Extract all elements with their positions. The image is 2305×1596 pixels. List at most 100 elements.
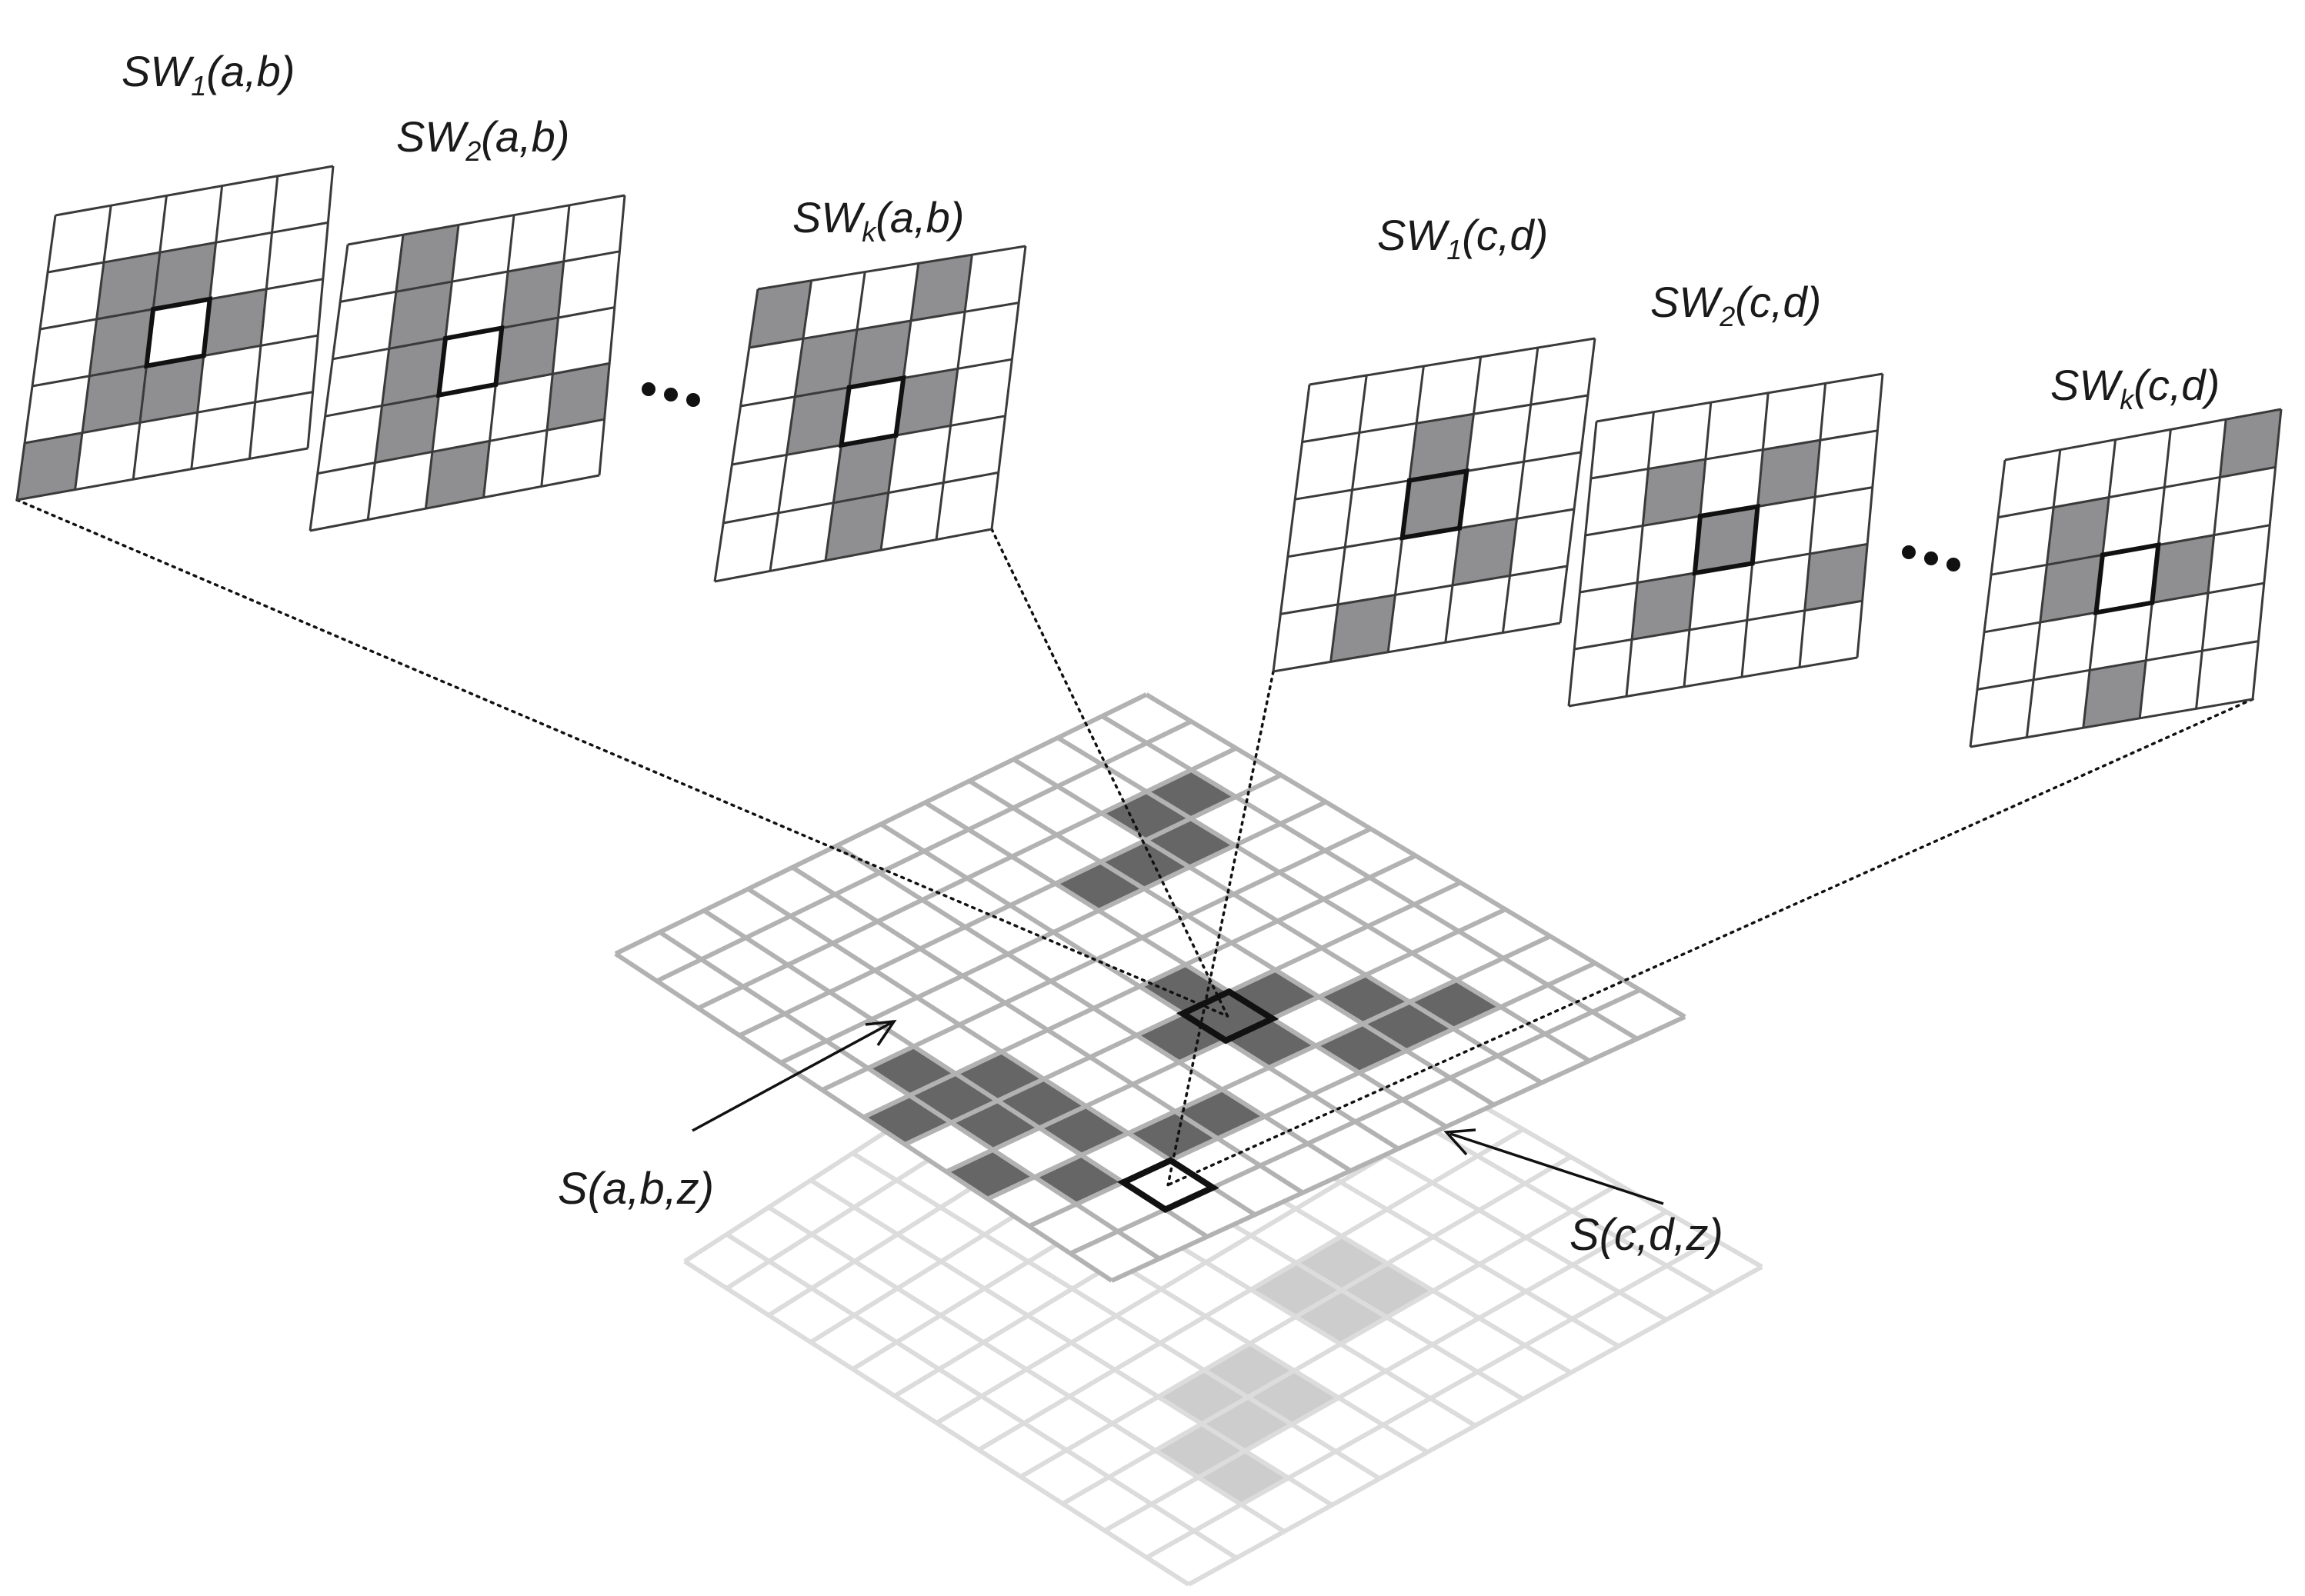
window-filled-cell bbox=[389, 282, 452, 349]
window-grid-line bbox=[1969, 459, 2006, 748]
window-grid-line bbox=[722, 471, 999, 525]
window-filled-cell bbox=[1402, 471, 1467, 538]
window-grid-line bbox=[2195, 419, 2227, 709]
window-grid-line bbox=[1625, 411, 1655, 697]
window-grid-line bbox=[1280, 565, 1568, 615]
window-grid-line bbox=[1273, 621, 1561, 673]
window-grid-line bbox=[935, 255, 973, 540]
window-filled-cell bbox=[749, 280, 812, 348]
window-filled-cell bbox=[826, 492, 889, 561]
ellipsis-dot bbox=[664, 388, 678, 401]
ellipsis-cd-windows bbox=[1902, 545, 1960, 571]
window-center-cell bbox=[144, 296, 213, 369]
window-grid-line bbox=[990, 245, 1027, 530]
window-grid-line bbox=[1590, 429, 1878, 480]
window-grid-line bbox=[1272, 384, 1311, 672]
highlight-cell-ab bbox=[1176, 988, 1279, 1045]
window-grid-line bbox=[1970, 698, 2253, 748]
window-grid-line bbox=[309, 474, 600, 532]
search-window-sw2-ab bbox=[309, 194, 626, 532]
ellipsis-ab-windows bbox=[642, 382, 700, 407]
window-filled-cell bbox=[1632, 573, 1695, 640]
dotted-connector bbox=[990, 528, 1229, 1018]
window-filled-cell bbox=[495, 318, 559, 385]
window-grid-line bbox=[1309, 337, 1596, 386]
callout-arrow-ab bbox=[692, 1019, 897, 1132]
search-window-swk-cd bbox=[1969, 408, 2283, 748]
window-grid-line bbox=[1976, 640, 2259, 691]
central-slice-grid bbox=[614, 692, 1686, 1283]
connector-lines bbox=[15, 498, 2254, 1187]
callout-arrow-cd bbox=[1443, 1128, 1664, 1205]
window-label-sw2-ab: SW2(a,b) bbox=[396, 112, 569, 167]
window-filled-cell bbox=[849, 321, 911, 388]
window-grid-line bbox=[74, 205, 112, 490]
callout-label-cd: S(c,d,z) bbox=[1569, 1210, 1723, 1260]
window-label-swk-ab: SWk(a,b) bbox=[792, 193, 964, 248]
window-filled-cell bbox=[395, 225, 459, 292]
search-window-swk-ab bbox=[713, 245, 1027, 583]
window-grid-line bbox=[339, 250, 620, 303]
window-filled-cell bbox=[911, 255, 972, 321]
window-label-sw1-cd: SW1(c,d) bbox=[1377, 211, 1548, 265]
window-filled-cell bbox=[139, 355, 204, 423]
window-grid-line bbox=[55, 165, 334, 217]
window-filled-cell bbox=[1453, 518, 1517, 585]
window-grid-line bbox=[713, 288, 759, 582]
window-filled-cell bbox=[382, 338, 445, 406]
window-filled-cell bbox=[896, 368, 958, 436]
window-grid-line bbox=[317, 418, 605, 475]
callout-label-ab: S(a,b,z) bbox=[558, 1164, 714, 1214]
ellipsis-dot bbox=[1902, 545, 1916, 559]
window-center-cell bbox=[2093, 541, 2161, 616]
window-grid-line bbox=[757, 245, 1026, 291]
window-filled-cell bbox=[1409, 414, 1474, 481]
lower-grid-line bbox=[683, 1259, 1190, 1587]
window-filled-cell bbox=[425, 441, 490, 509]
ellipsis-dot bbox=[686, 393, 700, 407]
window-label-swk-cd: SWk(c,d) bbox=[2050, 361, 2220, 415]
window-grid-line bbox=[769, 280, 813, 571]
search-window-sw1-ab bbox=[15, 165, 335, 501]
window-filled-cell bbox=[1643, 459, 1706, 526]
window-grid-line bbox=[1997, 465, 2276, 519]
window-filled-cell bbox=[203, 288, 267, 356]
window-grid-line bbox=[540, 205, 571, 487]
window-grid-line bbox=[1568, 656, 1858, 708]
window-filled-cell bbox=[786, 387, 849, 455]
window-filled-cell bbox=[1757, 440, 1820, 507]
lower-grid-line bbox=[1187, 1264, 1763, 1587]
lower-grid-line bbox=[1145, 1237, 1716, 1560]
window-grid-line bbox=[347, 194, 625, 246]
window-grid-line bbox=[598, 195, 626, 476]
window-grid-line bbox=[306, 165, 335, 449]
window-grid-line bbox=[24, 391, 313, 445]
window-center-cell bbox=[1692, 504, 1760, 576]
window-grid-line bbox=[1856, 373, 1884, 658]
window-filled-cell bbox=[502, 261, 564, 328]
window-filled-cell bbox=[2083, 660, 2147, 728]
window-grid-line bbox=[1329, 375, 1368, 662]
window-background bbox=[1970, 409, 2281, 747]
window-grid-line bbox=[366, 235, 405, 520]
slice-grid-line bbox=[658, 930, 1161, 1261]
window-grid-line bbox=[714, 528, 992, 583]
slice-grid-line bbox=[614, 951, 1113, 1283]
window-grid-line bbox=[1567, 421, 1598, 707]
window-filled-cell bbox=[89, 308, 154, 376]
search-window-sw2-cd bbox=[1567, 372, 1884, 708]
window-filled-cell bbox=[375, 395, 439, 463]
window-filled-cell bbox=[2046, 497, 2110, 565]
dotted-connector bbox=[1166, 698, 2254, 1187]
ellipsis-dot bbox=[642, 382, 655, 396]
window-grid-line bbox=[2025, 449, 2062, 738]
ellipsis-dot bbox=[1946, 558, 1960, 571]
window-grid-line bbox=[1573, 599, 1863, 651]
window-filled-cell bbox=[2152, 535, 2214, 603]
window-filled-cell bbox=[833, 435, 896, 503]
window-filled-cell bbox=[1804, 544, 1868, 611]
window-grid-line bbox=[1559, 338, 1596, 624]
window-filled-cell bbox=[96, 252, 160, 319]
window-grid-line bbox=[749, 302, 1019, 349]
